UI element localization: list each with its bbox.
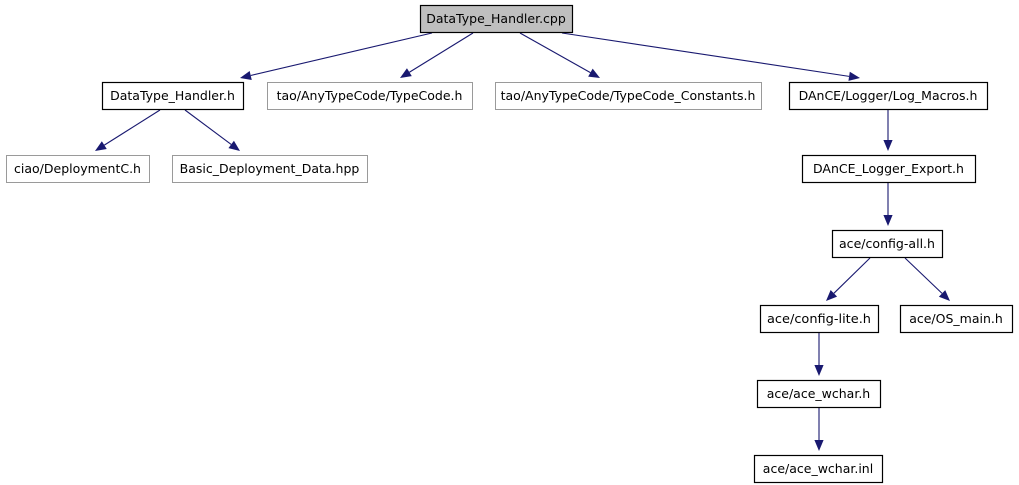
graph-node-config_lite[interactable]: ace/config-lite.h [759,304,880,334]
node-label: ace/config-all.h [839,236,935,251]
graph-node-ace_wchar_h[interactable]: ace/ace_wchar.h [756,379,882,409]
graph-node-root[interactable]: DataType_Handler.cpp [419,4,574,34]
node-label: ace/config-lite.h [767,311,871,326]
node-label: DAnCE/Logger/Log_Macros.h [799,88,978,103]
node-label: ace/ace_wchar.inl [763,461,873,476]
arrowhead-icon [938,290,950,301]
arrowhead-icon [814,440,824,451]
edge-config_lite-to-ace_wchar_h [814,333,824,376]
edge-dth-to-basic_dep [184,109,240,151]
node-label: ciao/DeploymentC.h [14,161,141,176]
edge-config_all-to-os_main [904,257,950,301]
node-box[interactable] [831,229,944,259]
node-box[interactable] [101,81,245,111]
graph-node-os_main[interactable]: ace/OS_main.h [899,304,1014,334]
node-box[interactable] [6,155,150,183]
graph-node-basic_dep[interactable]: Basic_Deployment_Data.hpp [172,155,368,183]
edge-logger_export-to-config_all [883,183,893,226]
arrowhead-icon [883,140,893,151]
node-label: DataType_Handler.h [110,88,235,103]
arrowhead-icon [228,140,240,151]
graph-node-deploymentc[interactable]: ciao/DeploymentC.h [6,155,150,183]
edges-layer [95,32,950,451]
graph-node-log_macros[interactable]: DAnCE/Logger/Log_Macros.h [788,81,989,111]
arrowhead-icon [814,365,824,376]
node-box[interactable] [753,454,884,484]
graph-node-config_all[interactable]: ace/config-all.h [831,229,944,259]
edge-config_all-to-config_lite [826,257,871,301]
node-box[interactable] [788,81,989,111]
edge-root-to-dth [240,32,433,80]
node-box[interactable] [267,82,473,110]
graph-node-ace_wchar_inl[interactable]: ace/ace_wchar.inl [753,454,884,484]
edge-root-to-typecode_const [519,32,600,78]
node-label: ace/ace_wchar.h [767,386,870,401]
edge-root-to-typecode [400,32,474,78]
node-label: Basic_Deployment_Data.hpp [180,161,360,176]
arrowhead-icon [848,71,860,81]
node-label: DataType_Handler.cpp [426,11,566,26]
node-label: tao/AnyTypeCode/TypeCode_Constants.h [501,88,756,103]
graph-node-dth[interactable]: DataType_Handler.h [101,81,245,111]
node-box[interactable] [495,82,762,110]
node-label: DAnCE_Logger_Export.h [813,161,964,176]
edge-line [833,257,871,294]
edge-line [904,257,943,294]
arrowhead-icon [588,68,600,78]
node-box[interactable] [756,379,882,409]
edge-log_macros-to-logger_export [883,110,893,151]
arrowhead-icon [883,215,893,226]
edge-line [104,109,161,146]
node-box[interactable] [172,155,368,183]
arrowhead-icon [826,290,838,301]
arrowhead-icon [400,68,412,78]
node-box[interactable] [759,304,880,334]
edge-root-to-log_macros [561,32,860,81]
graph-node-logger_export[interactable]: DAnCE_Logger_Export.h [801,154,977,184]
node-box[interactable] [801,154,977,184]
graph-node-typecode_const[interactable]: tao/AnyTypeCode/TypeCode_Constants.h [495,82,762,110]
edge-line [250,32,433,77]
graph-node-typecode[interactable]: tao/AnyTypeCode/TypeCode.h [267,82,473,110]
node-label: tao/AnyTypeCode/TypeCode.h [277,88,463,103]
arrowhead-icon [95,141,107,151]
arrowhead-icon [240,71,252,80]
edge-ace_wchar_h-to-ace_wchar_inl [814,408,824,451]
node-label: ace/OS_main.h [909,311,1003,326]
edge-line [409,32,474,73]
node-box[interactable] [899,304,1014,334]
node-box[interactable] [419,4,574,34]
edge-dth-to-deploymentc [95,109,161,151]
edge-line [519,32,591,74]
edge-line [184,109,232,145]
edge-line [561,32,850,77]
